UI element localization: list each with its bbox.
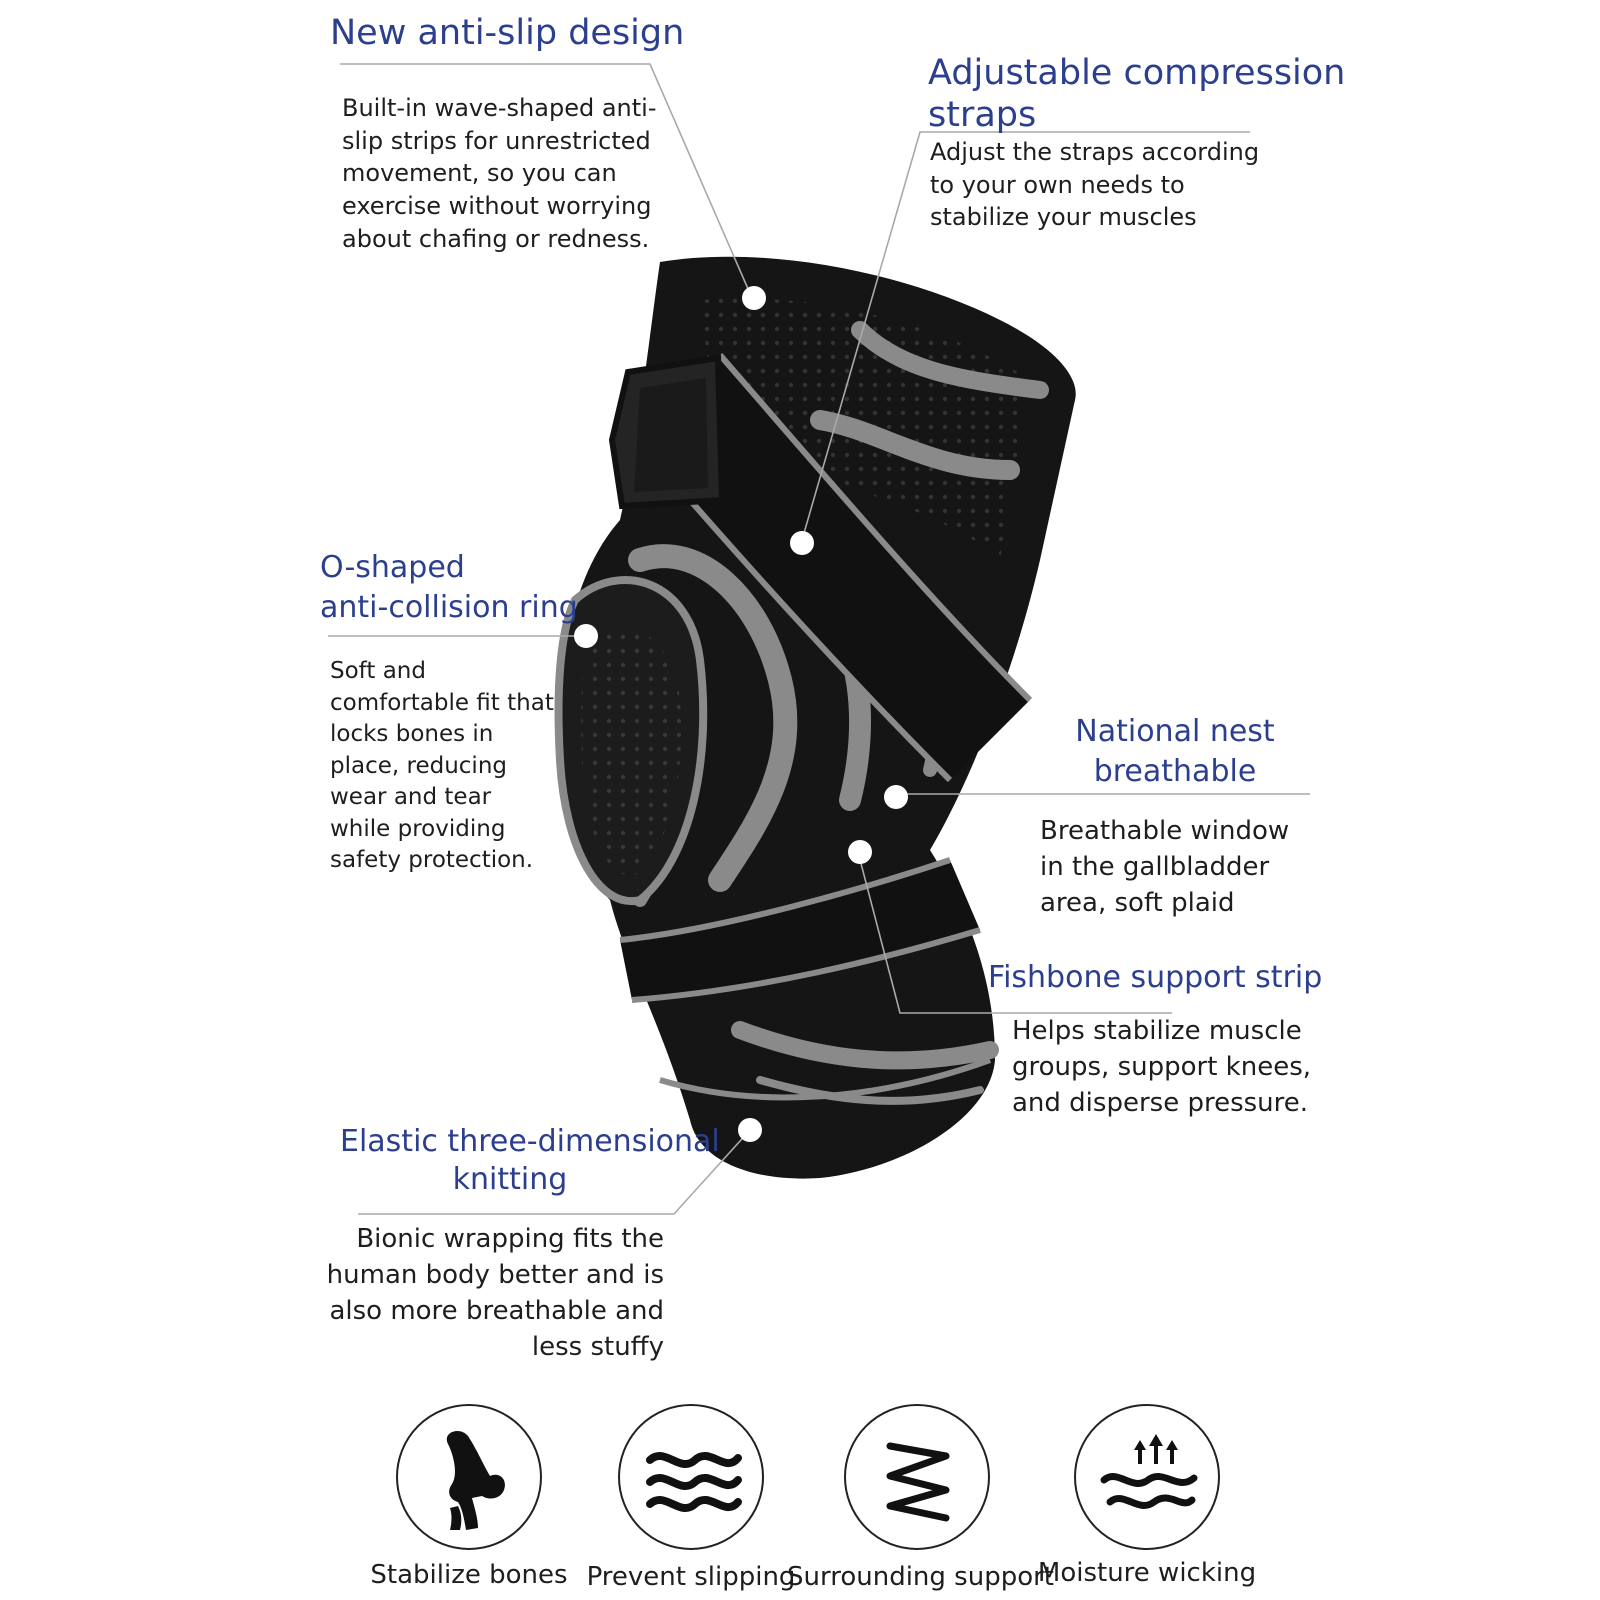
feature-label-slipping: Prevent slipping bbox=[586, 1562, 796, 1592]
compression-title-line2: straps bbox=[928, 95, 1037, 135]
breathable-desc: Breathable window in the gallbladder are… bbox=[1040, 816, 1290, 918]
moisture-arrows-icon bbox=[1074, 1404, 1220, 1550]
ring-desc: Soft and comfortable fit that locks bone… bbox=[330, 658, 554, 873]
compression-strap-lower bbox=[619, 857, 992, 1101]
feature-label-stabilize: Stabilize bones bbox=[370, 1560, 568, 1590]
ring-title-line2: anti-collision ring bbox=[320, 590, 578, 625]
knitting-title-line1: Elastic three-dimensional bbox=[340, 1124, 720, 1159]
zigzag-icon bbox=[844, 1404, 990, 1550]
callout-dots bbox=[574, 286, 908, 1142]
ring-title-line1: O-shaped bbox=[320, 550, 465, 585]
feature-label-moisture: Moisture wicking bbox=[1037, 1558, 1257, 1588]
breathable-title-line2: breathable bbox=[1093, 754, 1257, 789]
compression-desc: Adjust the straps according to your own … bbox=[930, 138, 1260, 232]
knitting-title-line2: knitting bbox=[452, 1162, 568, 1197]
fishbone-title: Fishbone support strip bbox=[988, 960, 1323, 995]
leader-lines bbox=[328, 63, 1310, 1215]
anti-slip-title: New anti-slip design bbox=[330, 13, 685, 53]
waves-icon bbox=[618, 1404, 764, 1550]
anti-slip-desc: Built-in wave-shaped anti-slip strips fo… bbox=[342, 94, 657, 253]
strap-buckle bbox=[608, 354, 726, 510]
compression-title-line1: Adjustable compression bbox=[928, 53, 1346, 93]
breathable-title-line1: National nest bbox=[1075, 714, 1275, 749]
fishbone-desc: Helps stabilize muscle groups, support k… bbox=[1012, 1016, 1312, 1118]
knee-bone-icon bbox=[396, 1404, 542, 1550]
compression-strap-upper bbox=[687, 353, 1033, 783]
knitting-desc: Bionic wrapping fits the human body bett… bbox=[326, 1224, 664, 1362]
feature-label-surrounding: Surrounding support bbox=[787, 1562, 1054, 1592]
